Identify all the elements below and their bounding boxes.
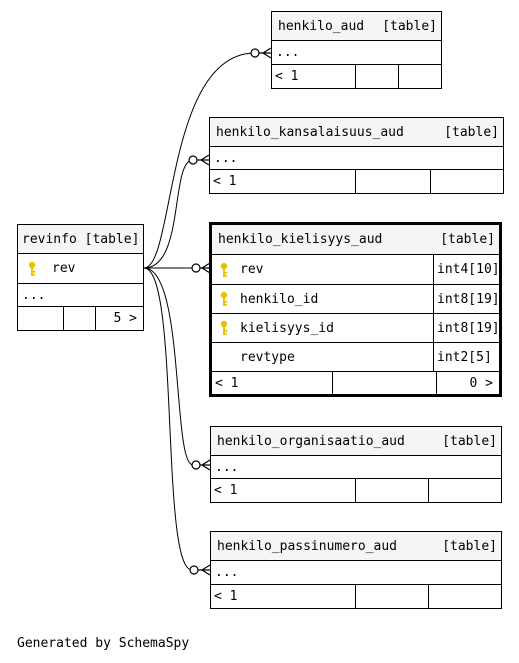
table-header: henkilo_aud [table] xyxy=(272,12,441,41)
column-name: kielisyys_id xyxy=(240,320,334,336)
column-type: int8[19] xyxy=(433,285,500,313)
column-name: henkilo_id xyxy=(240,291,319,307)
parents-count[interactable]: < 1 xyxy=(215,375,239,391)
edge-revinfo-organisaatio xyxy=(143,267,194,466)
column-name: rev xyxy=(240,262,264,277)
ellipsis: ... xyxy=(214,150,238,166)
table-name: henkilo_aud xyxy=(278,18,365,34)
edge-end-circle xyxy=(250,48,260,58)
column-row[interactable]: henkilo_id int8[19] xyxy=(212,285,500,314)
ellipsis: ... xyxy=(22,287,46,303)
edge-end-circle xyxy=(191,263,201,273)
table-header: henkilo_kansalaisuus_aud [table] xyxy=(210,118,503,147)
table-footer: < 1 xyxy=(210,170,503,193)
edge-end-circle xyxy=(191,460,201,470)
more-columns: ... xyxy=(211,456,501,479)
crowfoot-kielisyys xyxy=(200,262,211,274)
edge-end-circle xyxy=(188,155,198,165)
column-row[interactable]: rev int4[10] xyxy=(212,255,500,285)
table-footer: < 1 xyxy=(272,65,441,88)
table-kind: [table] xyxy=(442,538,497,554)
column-name: revtype xyxy=(240,349,295,365)
more-columns: ... xyxy=(18,284,143,307)
table-revinfo[interactable]: revinfo [table] rev ... 5 > xyxy=(17,224,144,331)
table-kind: [table] xyxy=(444,124,499,140)
more-columns: ... xyxy=(272,41,441,65)
key-icon xyxy=(28,261,36,276)
column-type: int2[5] xyxy=(433,343,499,371)
more-columns: ... xyxy=(211,561,501,585)
key-icon xyxy=(220,291,228,306)
edge-revinfo-kansalaisuus xyxy=(143,159,194,269)
more-columns: ... xyxy=(210,147,503,170)
parents-count[interactable]: < 1 xyxy=(213,174,237,189)
table-henkilo-organisaatio-aud[interactable]: henkilo_organisaatio_aud [table] ... < 1 xyxy=(210,426,502,503)
table-name: henkilo_organisaatio_aud xyxy=(217,433,405,449)
table-header: henkilo_kielisyys_aud [table] xyxy=(212,225,499,255)
table-header: henkilo_organisaatio_aud [table] xyxy=(211,427,501,456)
table-name: henkilo_passinumero_aud xyxy=(217,538,398,554)
parents-count[interactable]: < 1 xyxy=(214,483,238,498)
table-name: henkilo_kansalaisuus_aud xyxy=(216,124,404,140)
column-type: int4[10] xyxy=(433,255,500,284)
parents-count[interactable]: < 1 xyxy=(275,69,299,84)
table-name: henkilo_kielisyys_aud xyxy=(218,232,383,247)
ellipsis: ... xyxy=(276,45,300,60)
table-kind: [table] xyxy=(382,18,437,34)
table-kind: [table] xyxy=(84,231,140,247)
table-henkilo-aud[interactable]: henkilo_aud [table] ... < 1 xyxy=(271,11,442,89)
crowfoot-organisaatio xyxy=(200,459,211,471)
children-count[interactable]: 0 > xyxy=(436,372,499,394)
children-count[interactable]: 5 > xyxy=(95,307,143,330)
table-henkilo-kansalaisuus-aud[interactable]: henkilo_kansalaisuus_aud [table] ... < 1 xyxy=(209,117,504,194)
crowfoot-kansalaisuus xyxy=(197,154,210,166)
table-footer: < 1 xyxy=(211,479,501,502)
column-row[interactable]: kielisyys_id int8[19] xyxy=(212,314,500,343)
table-kind: [table] xyxy=(440,232,495,247)
key-icon xyxy=(220,320,228,335)
key-icon xyxy=(220,262,228,277)
generated-by-footer: Generated by SchemaSpy xyxy=(17,636,190,651)
column-row[interactable]: rev xyxy=(18,254,143,284)
table-kind: [table] xyxy=(442,433,497,449)
table-footer: < 1 0 > xyxy=(212,372,499,394)
ellipsis: ... xyxy=(215,565,239,580)
edge-end-circle xyxy=(189,565,199,575)
edge-revinfo-henkilo-aud xyxy=(143,52,256,269)
column-row[interactable]: revtype int2[5] xyxy=(212,343,499,372)
table-footer: 5 > xyxy=(18,307,143,330)
crowfoot-passinumero xyxy=(198,564,211,576)
column-name: rev xyxy=(52,261,76,276)
table-henkilo-passinumero-aud[interactable]: henkilo_passinumero_aud [table] ... < 1 xyxy=(210,531,502,609)
parents-count[interactable]: < 1 xyxy=(214,589,238,604)
ellipsis: ... xyxy=(215,459,239,475)
crowfoot-henkilo-aud xyxy=(259,47,272,59)
table-footer: < 1 xyxy=(211,585,501,608)
edge-revinfo-passinumero xyxy=(143,267,193,571)
column-type: int8[19] xyxy=(433,314,500,342)
table-header: revinfo [table] xyxy=(18,225,143,254)
table-henkilo-kielisyys-aud[interactable]: henkilo_kielisyys_aud [table] rev int4[1… xyxy=(209,222,502,397)
table-name: revinfo xyxy=(22,231,77,247)
table-header: henkilo_passinumero_aud [table] xyxy=(211,532,501,561)
